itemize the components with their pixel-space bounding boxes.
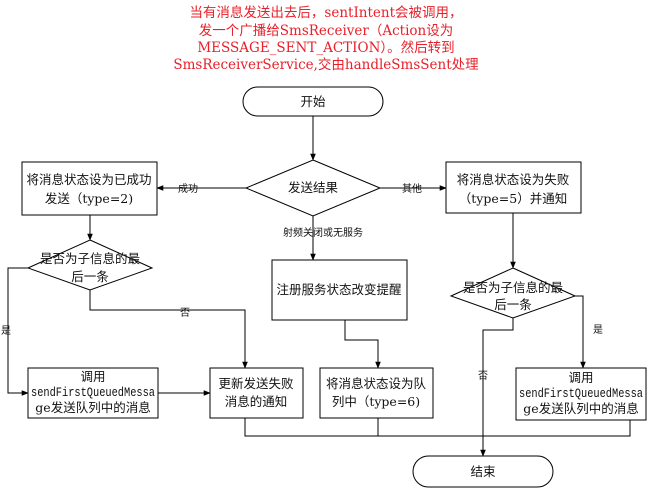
left-send-next-box: 调用 sendFirstQueuedMessa ge发送队列中的消息 xyxy=(27,367,159,419)
right-child-line-1: 是否为子信息的最 xyxy=(463,280,564,295)
left-child-decision: 是否为子信息的最 后一条 xyxy=(26,239,154,291)
queue-state-line-2: 列中（type=6) xyxy=(332,394,420,409)
right-send-line-2: sendFirstQueuedMessa xyxy=(519,387,643,401)
result-decision: 发送结果 xyxy=(244,159,382,217)
result-label: 发送结果 xyxy=(288,180,339,195)
success-state-line-1: 将消息状态设为已成功 xyxy=(26,172,151,187)
label-other: 其他 xyxy=(402,182,422,195)
success-state-line-2: 发送（type=2) xyxy=(45,191,133,206)
update-fail-line-1: 更新发送失败 xyxy=(218,376,294,391)
connectors xyxy=(7,116,631,457)
label-right-yes: 是 xyxy=(593,324,603,336)
right-send-line-1: 调用 xyxy=(568,370,593,385)
end-label: 结束 xyxy=(470,464,496,479)
edge-right-no xyxy=(480,318,514,457)
label-right-no: 否 xyxy=(478,370,488,382)
left-send-line-3: ge发送队列中的消息 xyxy=(35,400,150,415)
header-line-2: 发一个广播给SmsReceiver（Action设为 xyxy=(199,23,453,39)
queue-state-box: 将消息状态设为队 列中（type=6) xyxy=(319,367,434,419)
right-send-line-3: ge发送队列中的消息 xyxy=(523,401,638,416)
start-label: 开始 xyxy=(300,94,326,109)
fail-state-line-2: （type=5）并通知 xyxy=(459,191,567,206)
header-line-1: 当有消息发送出去后，sentIntent会被调用， xyxy=(189,4,462,21)
label-left-no: 否 xyxy=(180,307,190,319)
start-node: 开始 xyxy=(242,86,384,117)
left-send-line-1: 调用 xyxy=(80,369,105,384)
fail-state-line-1: 将消息状态设为失败 xyxy=(457,172,570,187)
header-line-4: SmsReceiverService,交由handleSmsSent处理 xyxy=(173,56,479,73)
radio-notify-label: 注册服务状态改变提醒 xyxy=(276,282,402,297)
fail-state-box: 将消息状态设为失败 （type=5）并通知 xyxy=(445,161,582,214)
edge-radio-to-queue xyxy=(344,320,381,369)
edge-right-yes xyxy=(575,295,586,369)
label-radio-off: 射频关闭或无服务 xyxy=(283,226,363,239)
right-child-decision: 是否为子信息的最 后一条 xyxy=(449,267,577,319)
radio-notify-box: 注册服务状态改变提醒 xyxy=(271,259,408,321)
left-send-line-2: sendFirstQueuedMessa xyxy=(31,386,155,400)
header-note: 当有消息发送出去后，sentIntent会被调用， 发一个广播给SmsRecei… xyxy=(173,4,479,73)
edge-labels: 成功 其他 射频关闭或无服务 否 是 是 否 xyxy=(1,182,603,382)
update-fail-box: 更新发送失败 消息的通知 xyxy=(209,367,304,419)
update-fail-line-2: 消息的通知 xyxy=(225,394,288,409)
queue-state-line-1: 将消息状态设为队 xyxy=(326,376,427,391)
label-left-yes: 是 xyxy=(1,325,11,337)
edge-merge-bottom xyxy=(244,418,631,437)
end-node: 结束 xyxy=(412,455,554,488)
left-child-line-2: 后一条 xyxy=(71,269,109,284)
label-success: 成功 xyxy=(178,183,198,195)
header-line-3: MESSAGE_SENT_ACTION）。然后转到 xyxy=(197,39,454,56)
edge-left-yes xyxy=(7,267,29,396)
edge-left-no xyxy=(89,290,248,369)
right-send-next-box: 调用 sendFirstQueuedMessa ge发送队列中的消息 xyxy=(515,367,647,421)
right-child-line-2: 后一条 xyxy=(494,297,532,312)
success-state-box: 将消息状态设为已成功 发送（type=2) xyxy=(21,161,158,216)
left-child-line-1: 是否为子信息的最 xyxy=(40,251,141,266)
